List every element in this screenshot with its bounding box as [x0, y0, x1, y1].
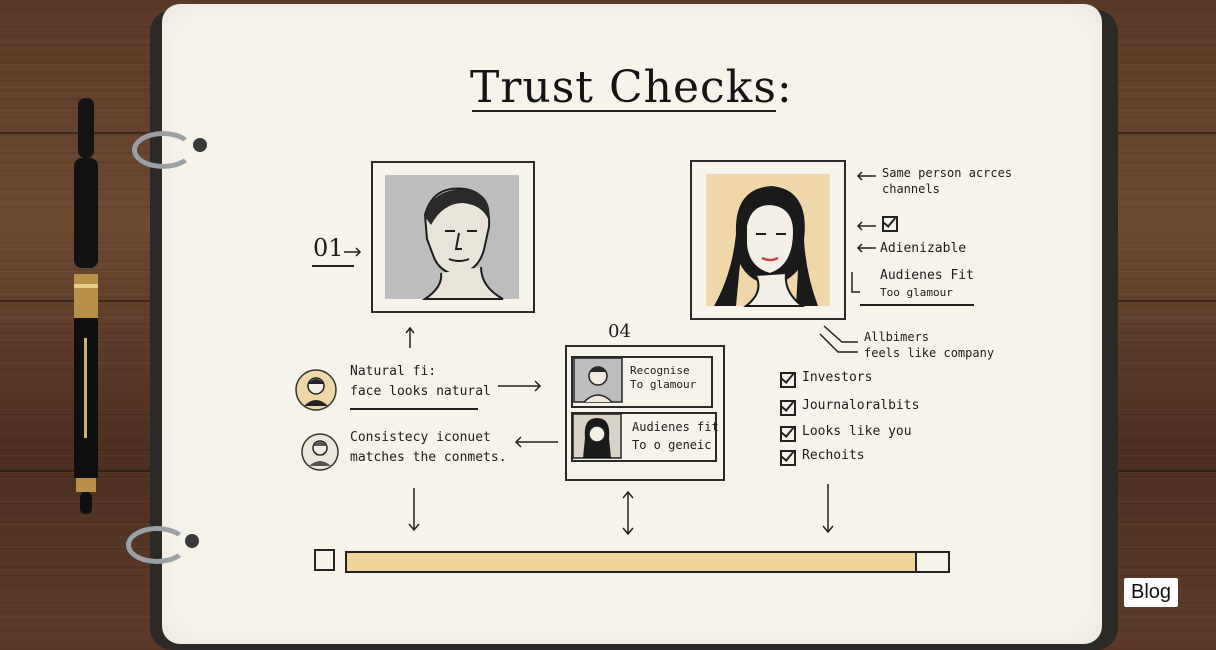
note-channels: channels: [882, 182, 940, 196]
note-feels-like-company: feels like company: [864, 346, 995, 360]
note-same-person: Same person acrces: [882, 166, 1013, 180]
note-too-glamour: Too glamour: [880, 286, 953, 299]
portrait-frame-woman: [690, 160, 846, 320]
progress-start-checkbox: [314, 549, 335, 571]
double-arrow-icon: [819, 325, 858, 353]
note-underline: [350, 408, 478, 410]
page-title: Trust Checks:: [470, 62, 793, 113]
bracket-line-icon: [851, 272, 860, 293]
avatar-man-icon: [301, 433, 339, 471]
progress-bar-track: [345, 551, 950, 573]
avatar-man-icon: [295, 369, 337, 411]
checklist-item: Rechoits: [802, 448, 865, 463]
binder-ring: [126, 526, 188, 564]
arrow-up-icon: [405, 326, 415, 348]
arrow-down-icon: [822, 484, 834, 534]
note-adienizable: Adienizable: [880, 241, 967, 256]
woman-thumbnail-icon: [572, 413, 622, 459]
step-label: 01: [313, 234, 344, 262]
arrow-left-icon: [856, 221, 876, 231]
binder-hole: [185, 534, 199, 548]
man-portrait-icon: [385, 175, 519, 300]
checklist-item: Looks like you: [802, 424, 912, 439]
arrow-down-icon: [408, 488, 420, 532]
card-generic-label: To o geneic: [632, 438, 712, 452]
arrow-left-icon: [856, 171, 876, 181]
note-allbimers: Allbimers: [864, 330, 930, 344]
note-underline: [860, 304, 974, 306]
card-glamour-label: To glamour: [630, 378, 697, 391]
woman-portrait-icon: [706, 174, 830, 307]
title-underline: [472, 110, 776, 112]
arrow-left-icon: [514, 436, 558, 448]
arrow-updown-icon: [622, 490, 634, 536]
note-audience-fit: Audienes Fit: [880, 268, 974, 283]
progress-bar-fill: [347, 553, 917, 571]
arrow-right-icon: [498, 380, 542, 392]
checkbox-checked-icon: [882, 216, 898, 232]
checklist-item: Journaloralbits: [802, 398, 920, 413]
arrow-left-icon: [856, 243, 876, 253]
checklist-check-icon: [780, 400, 796, 416]
card-audience-label: Audienes fit: [632, 420, 719, 434]
checklist-check-icon: [780, 426, 796, 442]
portrait-frame-man: [371, 161, 535, 313]
card-recognise-label: Recognise: [630, 364, 690, 377]
checklist-check-icon: [780, 372, 796, 388]
note-matches: matches the conmets.: [350, 450, 507, 465]
man-thumbnail-icon: [573, 357, 623, 403]
note-natural-fit: Natural fi:: [350, 364, 437, 379]
note-face-natural: face looks natural: [350, 384, 491, 399]
blog-badge: Blog: [1124, 578, 1179, 607]
arrow-right-icon: [344, 247, 362, 257]
middle-label: 04: [608, 321, 631, 342]
checklist-item: Investors: [802, 370, 873, 385]
pen-icon: [74, 98, 98, 514]
step-underline: [312, 265, 354, 267]
binder-ring: [132, 131, 194, 169]
note-consistency: Consistecy iconuet: [350, 430, 491, 445]
checklist-check-icon: [780, 450, 796, 466]
binder-hole: [193, 138, 207, 152]
